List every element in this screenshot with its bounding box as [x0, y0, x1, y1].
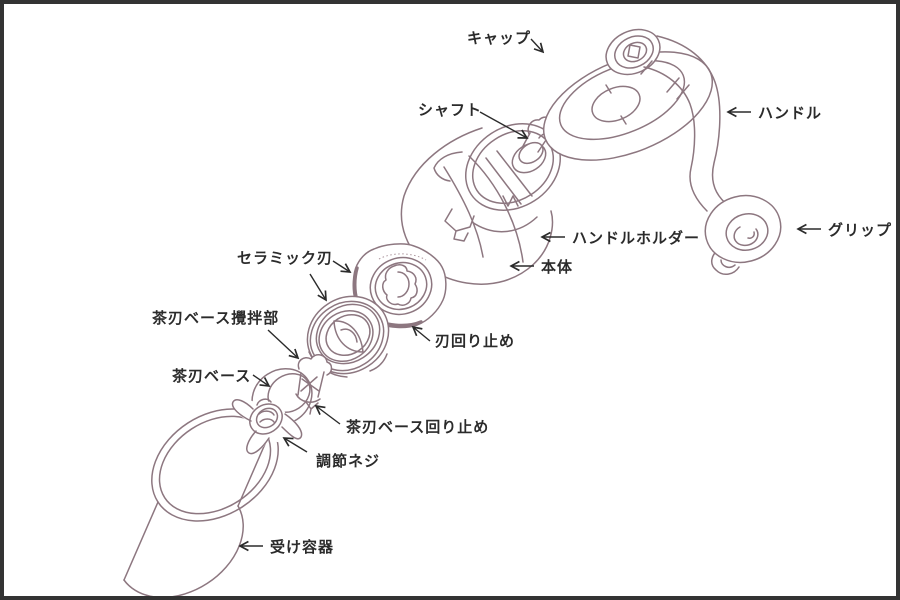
label-blade-stopper: 刃回り止め [413, 327, 515, 350]
wingnut-threads [258, 410, 275, 423]
container-fill [124, 428, 278, 596]
body-spokes [485, 150, 533, 207]
label-base-stopper: 茶刃ベース回り止め [316, 406, 489, 436]
body-step-arcs [443, 155, 524, 263]
agitator-body [295, 371, 325, 403]
label-ceramic-blade-arrow-disc [309, 273, 326, 300]
grip-axle-tab [711, 248, 740, 275]
handle-end-outer [605, 28, 661, 76]
label-shaft-text: シャフト [418, 102, 482, 119]
label-grip-text: グリップ [828, 221, 892, 239]
label-agitator-text: 茶刃ベース攪拌部 [152, 309, 279, 327]
label-tea-blade-base-arrow [252, 374, 269, 386]
handle-bend-marks [640, 60, 690, 100]
handle-drawing [605, 28, 730, 212]
label-agitator: 茶刃ベース攪拌部 [152, 309, 298, 358]
agitator-cap [297, 354, 333, 376]
blade-disc-eye [333, 320, 364, 353]
grip-ring [725, 213, 769, 251]
label-agitator-arrow [267, 329, 298, 358]
handle-end-ring [614, 35, 654, 69]
label-blade-stopper-text: 刃回り止め [435, 332, 515, 350]
label-base-stopper-arrow [316, 406, 341, 425]
label-blade-stopper-arrow [413, 327, 431, 342]
label-handle-text: ハンドル [758, 105, 822, 122]
handle-arm-outer [656, 35, 730, 207]
labels: キャップ シャフト ハンドル グリップ ハンドルホルダー 本体 セラミック刃 [152, 30, 892, 556]
wingnut-ring-inner [255, 407, 279, 429]
blade-mount-center-hole [382, 264, 418, 306]
body-clip-tab [444, 208, 475, 242]
grip-center-curl [733, 226, 759, 247]
handle-end-boss [622, 41, 648, 63]
handle-arm-inner [643, 66, 708, 212]
cap-top-face [558, 59, 686, 141]
label-cap-text: キャップ [467, 30, 531, 47]
label-ceramic-blade-text: セラミック刃 [237, 250, 333, 267]
body-silhouette-fill [401, 128, 553, 285]
container-bottom [123, 505, 244, 596]
label-adjustment-screw-arrow [284, 438, 308, 453]
label-body-text: 本体 [541, 258, 573, 276]
label-shaft: シャフト [418, 102, 527, 138]
handle-square-hole [627, 44, 641, 59]
wingnut-ring-outer [249, 403, 283, 435]
body-drawing [400, 116, 562, 285]
label-ceramic-blade: セラミック刃 [237, 250, 350, 300]
label-adjustment-screw: 調節ネジ [284, 438, 380, 470]
label-shaft-arrow [479, 111, 527, 138]
label-tea-blade-base-text: 茶刃ベース [172, 367, 251, 385]
label-receiver: 受け容器 [240, 538, 334, 556]
exploded-diagram: キャップ シャフト ハンドル グリップ ハンドルホルダー 本体 セラミック刃 [123, 28, 892, 596]
blade-disc-drawing [306, 295, 390, 378]
agitator-drawing [295, 354, 333, 415]
grip-outline [704, 194, 782, 264]
label-handle-holder-text: ハンドルホルダー [572, 229, 700, 247]
label-grip: グリップ [798, 221, 892, 239]
label-adjustment-screw-text: 調節ネジ [316, 452, 380, 470]
label-cap: キャップ [467, 30, 543, 52]
cap-hole-notches [605, 84, 627, 125]
blade-mount-engraving-arc [378, 253, 427, 261]
label-ceramic-blade-arrow-mount [332, 260, 350, 272]
label-tea-blade-base: 茶刃ベース [172, 367, 269, 386]
body-ledge [433, 151, 463, 182]
label-handle: ハンドル [728, 105, 822, 122]
blade-mount-ring-inner [374, 261, 428, 311]
wingnut-wings [231, 398, 303, 455]
blade-disc-ring-4 [318, 309, 374, 363]
label-base-stopper-text: 茶刃ベース回り止め [346, 418, 489, 436]
label-body: 本体 [511, 258, 573, 276]
grip-drawing [704, 194, 782, 275]
label-cap-arrow [530, 38, 543, 52]
body-floor-arc [471, 216, 538, 233]
blade-disc-ring-3 [315, 303, 381, 365]
label-handle-holder: ハンドルホルダー [542, 229, 700, 247]
blade-mount-ring-outer [369, 256, 433, 316]
label-receiver-text: 受け容器 [270, 538, 334, 556]
